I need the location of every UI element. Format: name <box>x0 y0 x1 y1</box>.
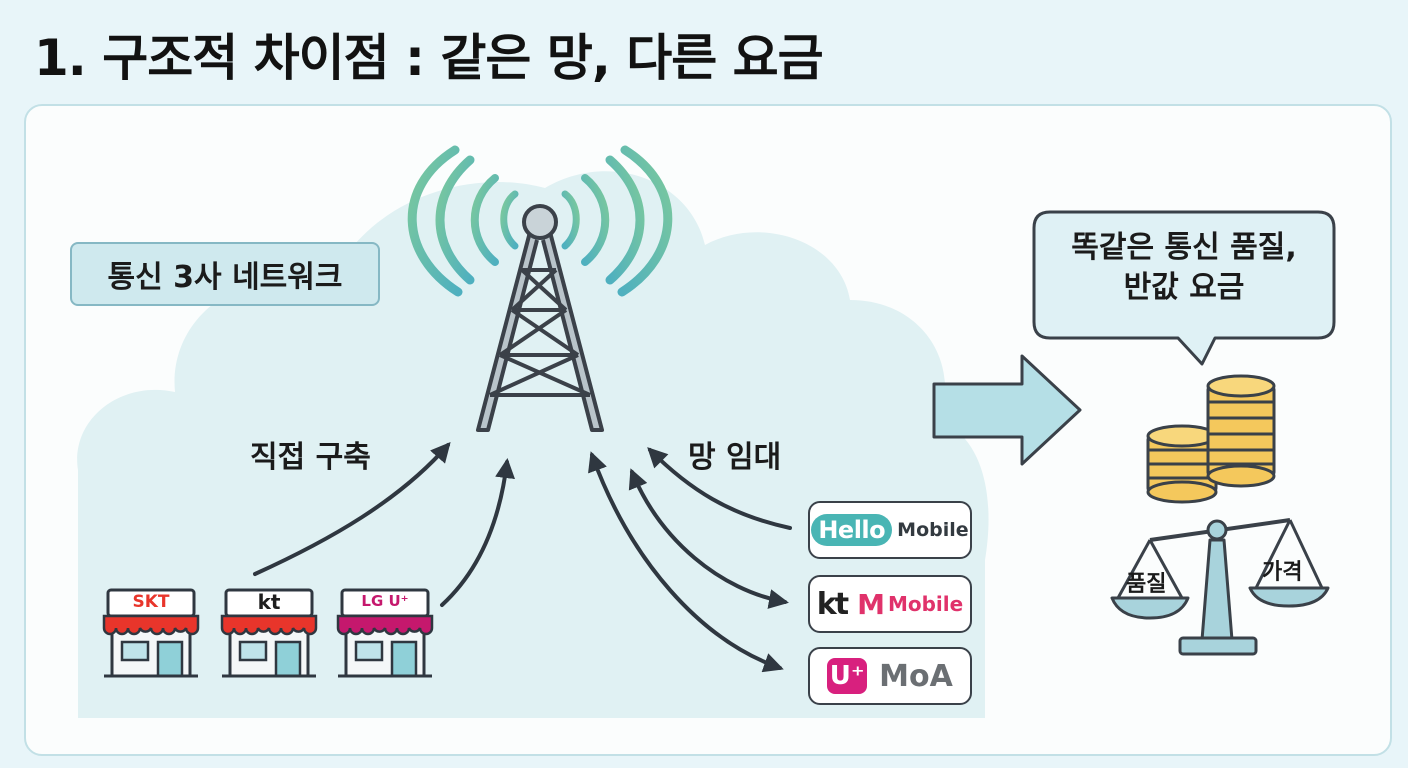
bubble-line-2: 반값 요금 <box>1123 270 1245 305</box>
m-mobile-suffix: Mobile <box>887 592 964 616</box>
m-logo: M <box>857 587 885 621</box>
store-sign-skt: SKT <box>132 592 170 612</box>
cell-tower-icon <box>476 204 604 432</box>
kt-logo: kt <box>816 586 849 622</box>
mvno-kt-m-mobile: kt M Mobile <box>808 575 972 633</box>
store-sign-kt: kt <box>257 590 281 614</box>
balance-scale-icon <box>1110 518 1330 656</box>
lease-caption: 망 임대 <box>688 440 782 475</box>
hello-suffix: Mobile <box>897 519 969 541</box>
scale-label-price: 가격 <box>1262 560 1303 585</box>
moa-name: MoA <box>879 658 953 694</box>
bubble-text: 똑같은 통신 품질, 반값 요금 <box>1036 228 1332 308</box>
arrow-lg <box>440 458 516 607</box>
store-sign-lgu: LG U⁺ <box>361 592 409 610</box>
direct-build-caption: 직접 구축 <box>250 440 371 475</box>
page-title: 1. 구조적 차이점 : 같은 망, 다른 요금 <box>34 29 824 87</box>
direct-build-arrows <box>253 441 516 607</box>
speech-bubble <box>1032 210 1336 366</box>
mvno-hello-mobile: Hello Mobile <box>808 501 972 559</box>
hello-logo: Hello <box>811 514 893 546</box>
lease-arrows <box>588 447 792 673</box>
signal-waves-icon <box>407 145 673 297</box>
store-icon <box>102 588 434 678</box>
coin-stack-icon <box>1146 374 1276 504</box>
scale-label-quality: 품질 <box>1126 572 1167 597</box>
right-arrow-icon <box>932 354 1082 466</box>
network-label: 통신 3사 네트워크 <box>70 242 380 306</box>
mvno-u-moa: U⁺ MoA <box>808 647 972 705</box>
arrow-moa <box>588 451 784 673</box>
bubble-line-1: 똑같은 통신 품질, <box>1071 230 1297 265</box>
u-plus-logo: U⁺ <box>827 658 868 694</box>
arrow-skt <box>253 441 451 576</box>
